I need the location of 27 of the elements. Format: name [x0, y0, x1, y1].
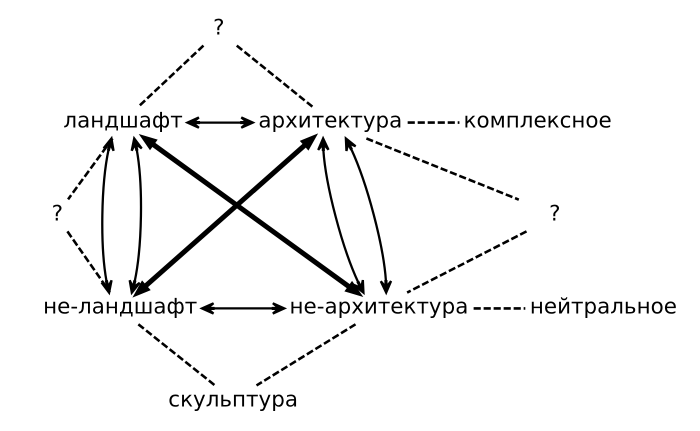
node-text: скульптура — [168, 387, 298, 412]
arrow — [344, 137, 392, 294]
connector — [408, 121, 460, 124]
connector — [366, 137, 520, 201]
arrow — [128, 137, 143, 294]
connector — [474, 307, 526, 310]
node-text: нейтральное — [530, 294, 677, 320]
node-text: не-ландшафт — [43, 294, 198, 320]
node-text: не-архитектура — [290, 294, 468, 320]
node-text: комплексное — [464, 108, 612, 134]
connector — [138, 323, 216, 386]
arrow — [132, 133, 318, 298]
node-text: ? — [52, 202, 64, 227]
arrow — [200, 302, 286, 315]
connector — [236, 44, 314, 108]
node-text: ? — [213, 16, 225, 41]
node-text: ? — [549, 202, 560, 227]
connector — [406, 230, 528, 294]
connector — [67, 138, 114, 200]
arrow — [317, 137, 365, 294]
connector — [66, 230, 111, 293]
connector — [256, 323, 356, 387]
arrow — [138, 134, 364, 298]
arrow — [186, 116, 254, 129]
node-text: ландшафт — [63, 108, 183, 134]
connector — [138, 44, 204, 108]
node-text: архитектура — [258, 108, 402, 134]
